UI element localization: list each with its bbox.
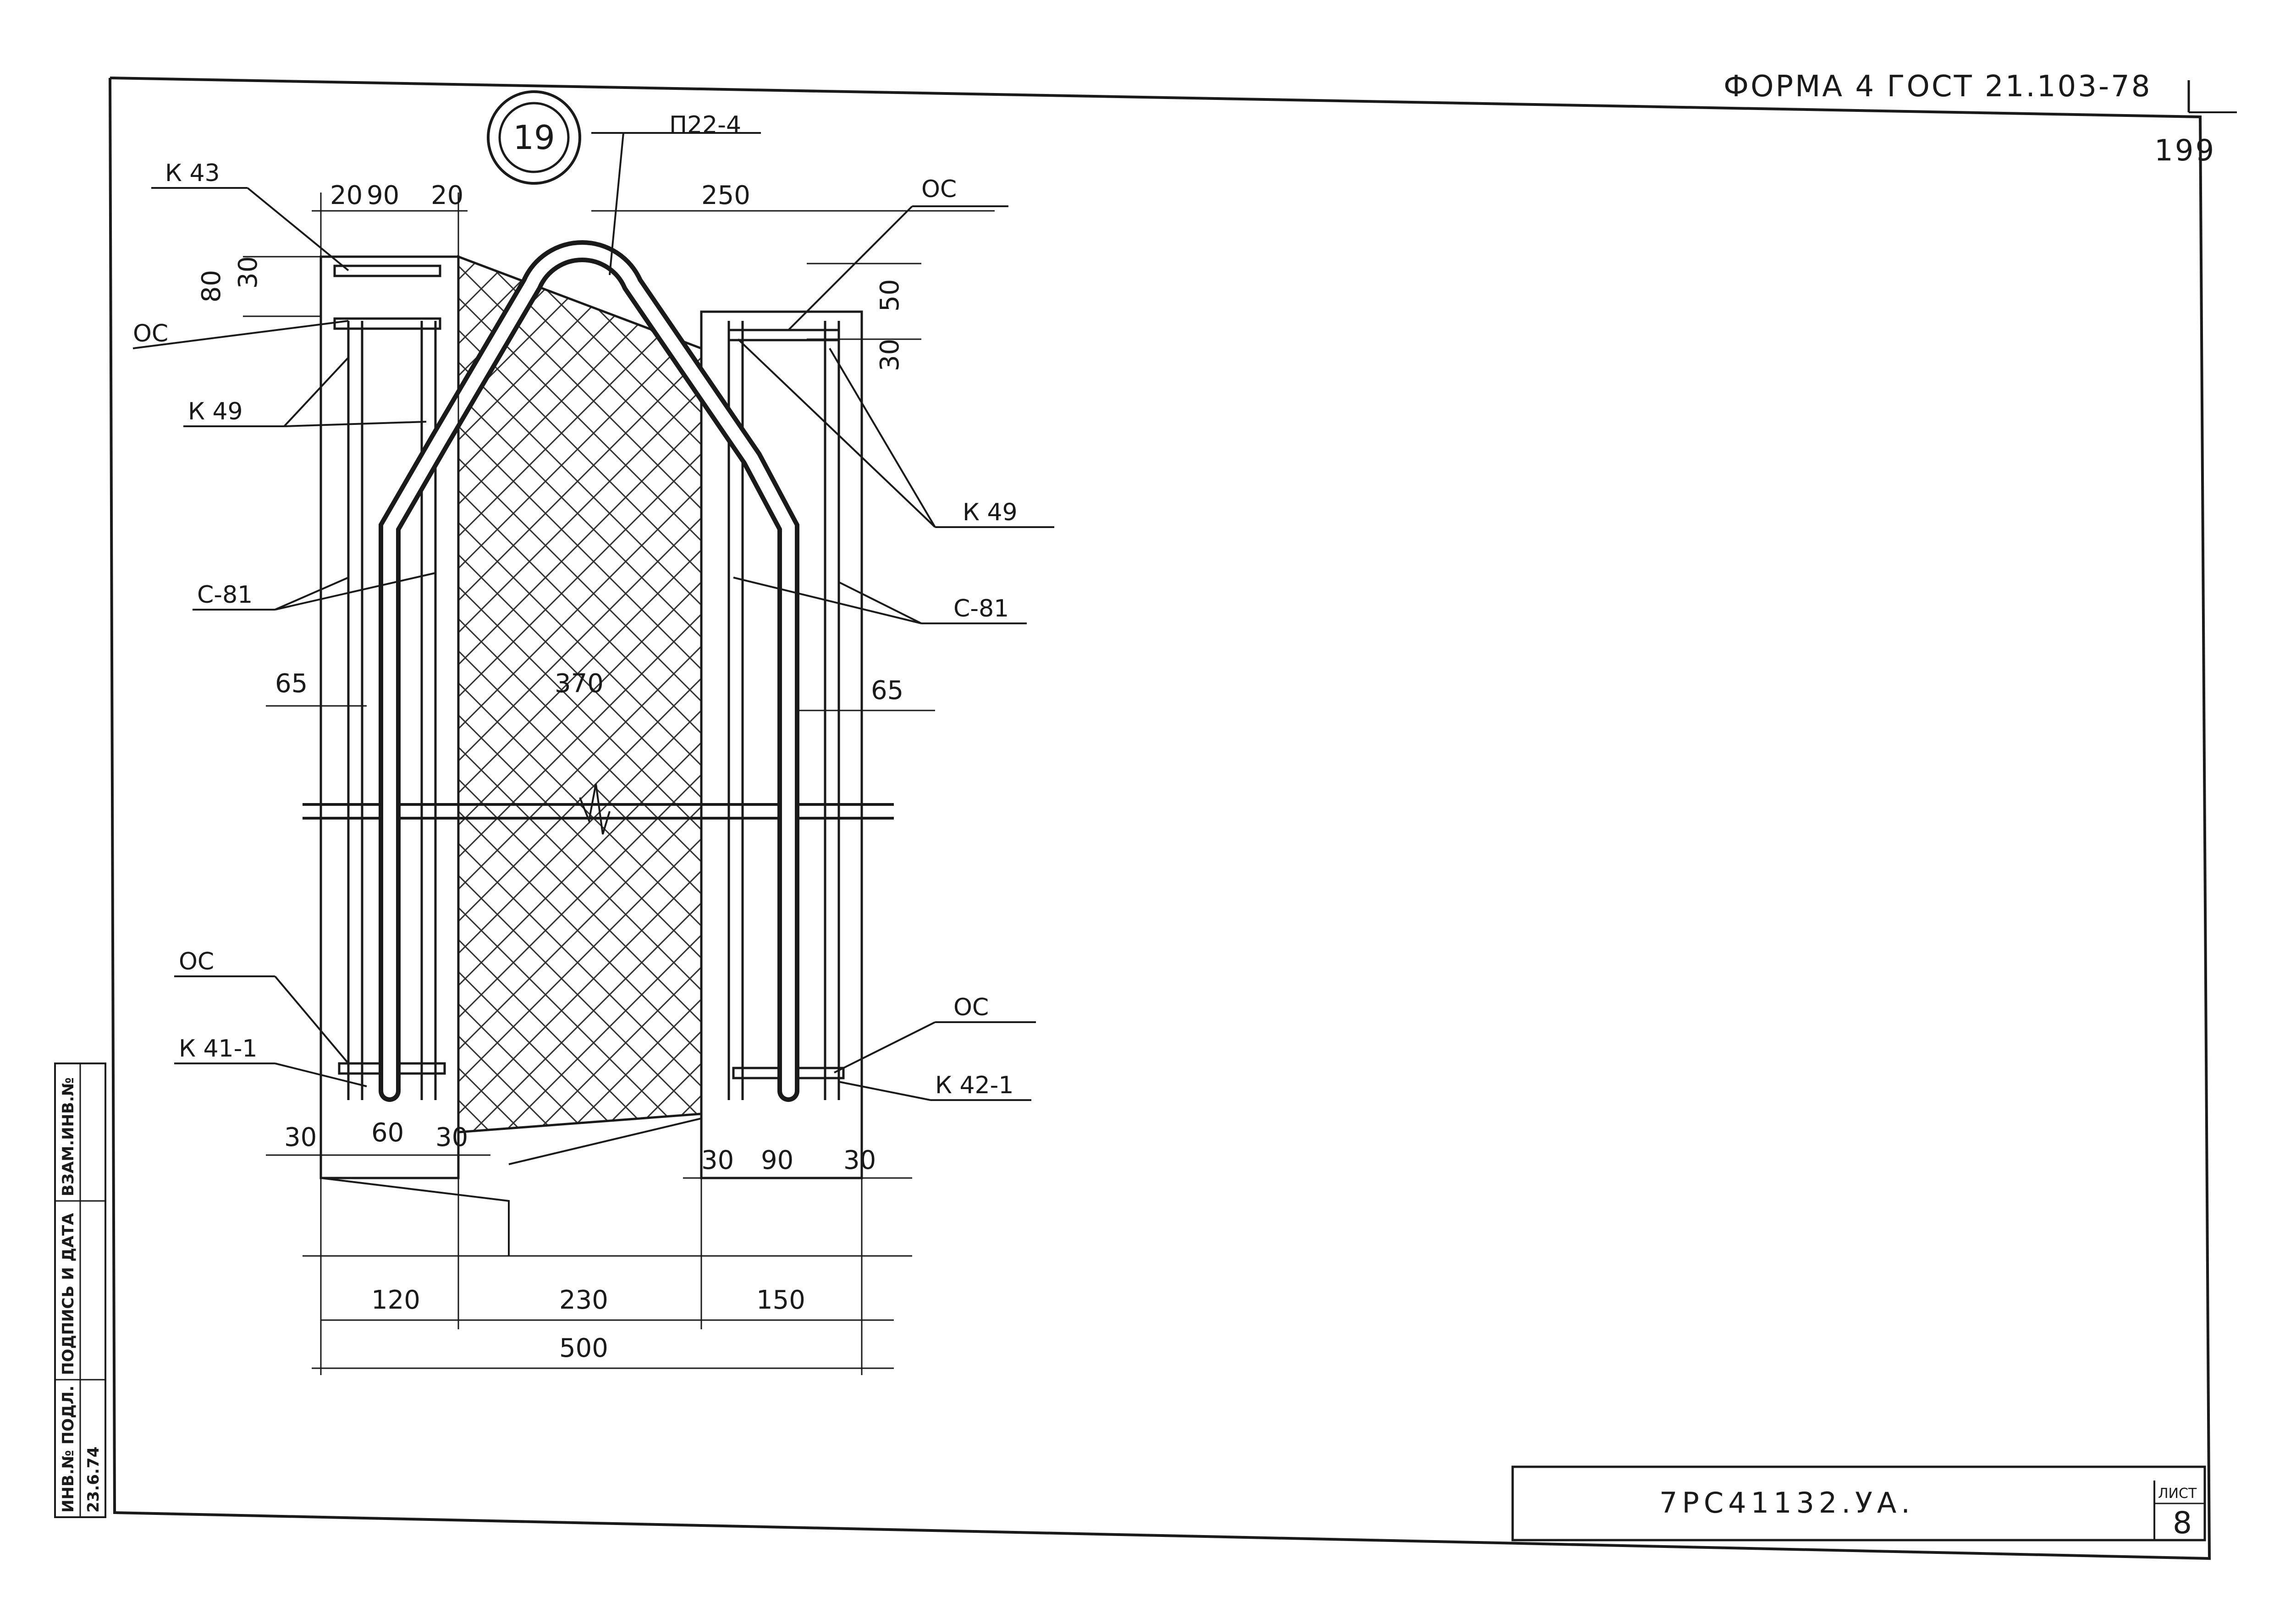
svg-text:30: 30: [284, 1123, 317, 1152]
svg-text:К 49: К 49: [963, 499, 1018, 526]
svg-text:30: 30: [435, 1123, 468, 1152]
svg-text:500: 500: [559, 1333, 608, 1363]
title-block: 7РС41132.УА. ЛИСТ 8: [1511, 1465, 2206, 1541]
svg-text:90: 90: [761, 1145, 793, 1175]
svg-text:20: 20: [431, 181, 463, 210]
svg-text:ПОДПИСЬ И ДАТА: ПОДПИСЬ И ДАТА: [59, 1213, 77, 1375]
svg-text:ОС: ОС: [953, 994, 989, 1021]
svg-text:23.6.74: 23.6.74: [84, 1447, 103, 1513]
svg-text:С-81: С-81: [197, 581, 253, 609]
svg-text:80: 80: [197, 270, 226, 303]
svg-text:20: 20: [330, 181, 363, 210]
svg-text:ОС: ОС: [133, 320, 168, 347]
svg-text:250: 250: [701, 181, 750, 210]
side-stamp: ИНВ.№ ПОДЛ. ПОДПИСЬ И ДАТА ВЗАМ.ИНВ.№ 23…: [54, 1062, 106, 1518]
svg-text:30: 30: [233, 256, 263, 289]
svg-text:30: 30: [875, 339, 905, 371]
wall-section: [303, 255, 894, 1256]
svg-text:ОС: ОС: [921, 176, 957, 203]
svg-text:120: 120: [371, 1285, 420, 1315]
svg-text:7РС41132.УА.: 7РС41132.УА.: [1659, 1486, 1915, 1519]
svg-text:ЛИСТ: ЛИСТ: [2158, 1486, 2197, 1502]
dimension-lines: [243, 193, 995, 1375]
svg-text:П22-4: П22-4: [669, 111, 741, 139]
svg-text:65: 65: [275, 669, 308, 699]
svg-text:370: 370: [555, 669, 604, 699]
svg-text:К 41-1: К 41-1: [179, 1035, 257, 1062]
svg-text:230: 230: [559, 1285, 608, 1315]
svg-text:65: 65: [871, 676, 903, 705]
svg-text:150: 150: [756, 1285, 805, 1315]
svg-text:ОС: ОС: [179, 948, 214, 975]
svg-text:50: 50: [875, 279, 905, 312]
svg-text:К 43: К 43: [165, 160, 220, 187]
bent-bar: [379, 240, 799, 1102]
svg-text:30: 30: [843, 1145, 876, 1175]
svg-text:60: 60: [371, 1118, 404, 1148]
dimension-text: 20 90 20 250 80 30 50 30 65 65 370 30 60…: [197, 181, 905, 1363]
element-labels: П22-4 К 43 ОС ОС К 49 К 49 С-81 С-81 ОС …: [133, 111, 1018, 1099]
svg-text:К 49: К 49: [188, 398, 243, 425]
node-number: 19: [513, 118, 555, 157]
svg-text:30: 30: [701, 1145, 734, 1175]
sheet-frame: [109, 77, 2237, 1560]
svg-text:ВЗАМ.ИНВ.№: ВЗАМ.ИНВ.№: [59, 1077, 77, 1196]
svg-text:К 42-1: К 42-1: [935, 1072, 1013, 1099]
form-reference: ФОРМА 4 ГОСТ 21.103-78: [1723, 70, 2152, 104]
svg-text:ИНВ.№ ПОДЛ.: ИНВ.№ ПОДЛ.: [59, 1386, 77, 1513]
node-callout: 19: [487, 90, 581, 185]
leader-lines: [132, 132, 1054, 1101]
page-number: 199: [2154, 134, 2216, 168]
svg-text:8: 8: [2173, 1505, 2192, 1541]
svg-text:90: 90: [367, 181, 399, 210]
svg-text:С-81: С-81: [953, 595, 1009, 622]
